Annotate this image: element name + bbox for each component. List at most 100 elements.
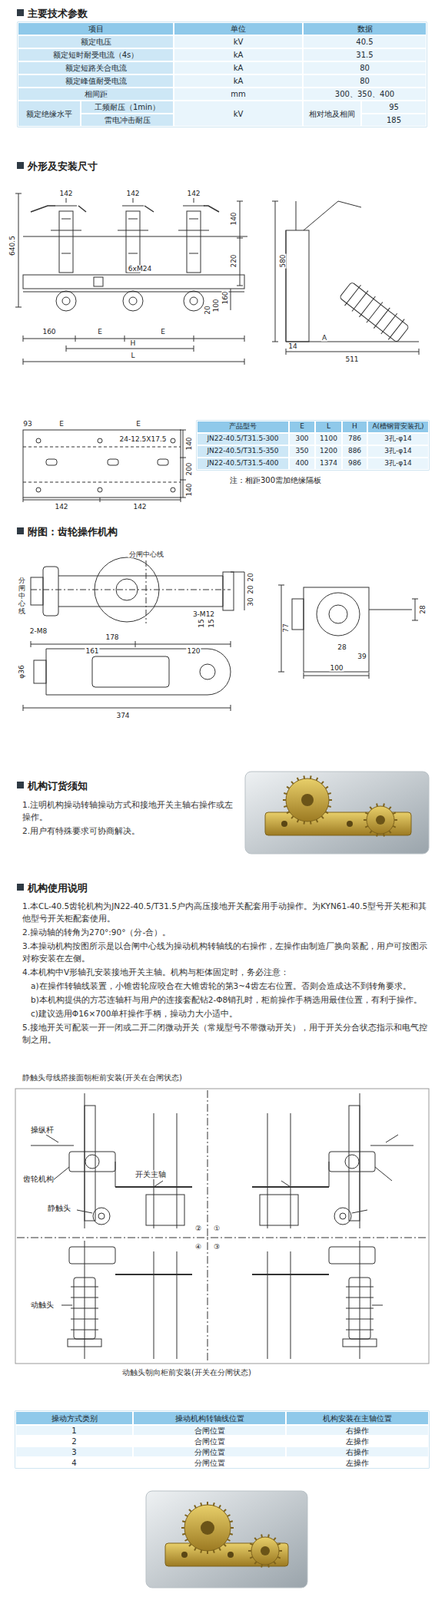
table-cell: 1100 bbox=[315, 433, 343, 446]
gear-tooth bbox=[200, 1504, 202, 1508]
dimension-label: 28 bbox=[336, 644, 347, 652]
gear-tooth bbox=[297, 820, 299, 824]
dimension-label: 分闸中心线 bbox=[128, 551, 165, 559]
table-cell: 95 bbox=[361, 100, 427, 114]
product-photo bbox=[146, 1492, 308, 1590]
front-view bbox=[15, 193, 248, 366]
gear-tooth bbox=[388, 831, 391, 834]
dimension-label: 3-M12 bbox=[192, 611, 216, 619]
dimension-label: 374 bbox=[115, 713, 130, 721]
gear-tooth bbox=[254, 1563, 256, 1566]
table-cell: 80 bbox=[302, 74, 427, 88]
gear-tooth bbox=[213, 1504, 215, 1508]
gear-tooth bbox=[309, 822, 313, 826]
table-cell: 1200 bbox=[315, 445, 343, 459]
gear-tooth bbox=[328, 793, 332, 795]
gear-tooth bbox=[321, 782, 324, 785]
section-heading: 机构订货须知 bbox=[27, 780, 88, 794]
table-cell: 操动机构转轴线位置 bbox=[132, 1412, 286, 1427]
dimension-label: 142 bbox=[53, 504, 69, 512]
dimension-label: 14 bbox=[287, 343, 298, 351]
table-cell: 额定绝缘水平 bbox=[17, 100, 81, 127]
gear-tooth bbox=[392, 813, 396, 815]
dimension-label: 178 bbox=[104, 634, 120, 642]
dimension-label: E bbox=[135, 421, 142, 429]
note-paragraph: 2.操动轴的转角为270°:90°（分-合）。 bbox=[22, 926, 429, 940]
gear-tooth bbox=[200, 1551, 202, 1555]
part-name: 齿轮机构 bbox=[23, 1175, 54, 1186]
gear-tooth bbox=[369, 807, 372, 811]
gear-tooth bbox=[219, 1549, 221, 1552]
dimension-label: 160 bbox=[222, 290, 230, 306]
table-cell: 项目 bbox=[17, 22, 174, 36]
table-cell: 886 bbox=[342, 445, 368, 459]
gear-tooth bbox=[291, 816, 294, 820]
table-cell: 786 bbox=[342, 433, 368, 446]
gear-tooth bbox=[309, 776, 313, 780]
dimension-label: 142 bbox=[58, 190, 74, 198]
dimension-label: ③ bbox=[212, 1245, 221, 1252]
gear-tooth bbox=[249, 1558, 253, 1561]
plan-view bbox=[23, 430, 186, 503]
table-cell: 31.5 bbox=[302, 48, 427, 62]
table-cell: kV bbox=[173, 100, 303, 127]
note-paragraph: 2.用户有特殊要求可协商解决。 bbox=[22, 825, 242, 838]
figure-caption: 静触头母线搭接面朝柜前安装(开关在合闸状态) bbox=[22, 1074, 183, 1084]
table-cell: 左操作 bbox=[285, 1437, 429, 1448]
part-name: 静触头 bbox=[47, 1205, 71, 1215]
gear-tooth bbox=[248, 1551, 252, 1554]
table-cell: 雷电冲击耐压 bbox=[80, 113, 174, 127]
dimension-label: 77 bbox=[282, 623, 290, 634]
table-cell: 185 bbox=[361, 113, 427, 127]
table-cell: 相对地及相间 bbox=[302, 100, 362, 127]
section-heading: 主要技术参数 bbox=[27, 6, 88, 21]
gear-tooth bbox=[302, 822, 306, 826]
gear-tooth bbox=[382, 804, 386, 808]
table-frame bbox=[15, 22, 429, 1470]
dimension-label: 100 bbox=[328, 665, 344, 673]
dimension-label: 161 bbox=[84, 648, 100, 656]
dimension-label: 140 bbox=[230, 211, 238, 226]
dimension-label: 140 bbox=[185, 436, 193, 452]
figure-caption: 动触头朝向柜前安装(开关在分闸状态) bbox=[122, 1369, 252, 1379]
gear-tooth bbox=[365, 826, 369, 829]
gear-tooth bbox=[316, 778, 319, 782]
gear-tooth bbox=[185, 1516, 188, 1518]
dimension-label: 200 bbox=[185, 461, 193, 477]
gear-tooth bbox=[325, 787, 329, 790]
gear-tooth bbox=[227, 1516, 230, 1518]
gear-tooth bbox=[382, 834, 386, 838]
dimension-label: 24-12.5X17.5 bbox=[119, 436, 168, 444]
gear-tooth bbox=[227, 1540, 230, 1543]
table-cell: 350 bbox=[288, 445, 316, 459]
table-cell: 3孔-φ14 bbox=[367, 458, 429, 471]
gear-tooth bbox=[267, 1566, 270, 1570]
section-heading: 外形及安装尺寸 bbox=[27, 159, 98, 174]
gear-tooth bbox=[273, 1563, 276, 1566]
dimension-label: 220 bbox=[230, 253, 238, 269]
gear-tooth bbox=[223, 1511, 226, 1514]
gear-tooth bbox=[394, 820, 398, 822]
dimension-label: 20 bbox=[247, 584, 255, 595]
gear-tooth bbox=[277, 1544, 281, 1547]
gear-tooth bbox=[213, 1551, 215, 1555]
gear-tooth bbox=[392, 826, 396, 829]
table-cell: 左操作 bbox=[285, 1458, 429, 1470]
table-cell: 额定峰值耐受电流 bbox=[17, 74, 174, 88]
side-view bbox=[272, 201, 419, 356]
gear-tooth bbox=[291, 782, 294, 785]
gear-tooth bbox=[363, 820, 367, 822]
table-cell: 1374 bbox=[315, 458, 343, 471]
table-cell: mm bbox=[173, 87, 303, 101]
table-cell: 额定短时耐受电流（4s） bbox=[17, 48, 174, 62]
table-cell: 额定短路关合电流 bbox=[17, 61, 174, 75]
table-cell: JN22-40.5/T31.5-300 bbox=[196, 433, 289, 446]
dimension-label: 2-M8 bbox=[29, 628, 48, 636]
gear-tooth bbox=[189, 1511, 192, 1514]
gear-tooth bbox=[182, 1535, 186, 1537]
dimension-label: φ36 bbox=[18, 664, 26, 680]
gear-tooth bbox=[254, 1539, 256, 1542]
dimension-label: E bbox=[96, 328, 103, 336]
table-cell: 单位 bbox=[173, 22, 303, 36]
table-cell: 合闸位置 bbox=[132, 1426, 286, 1438]
